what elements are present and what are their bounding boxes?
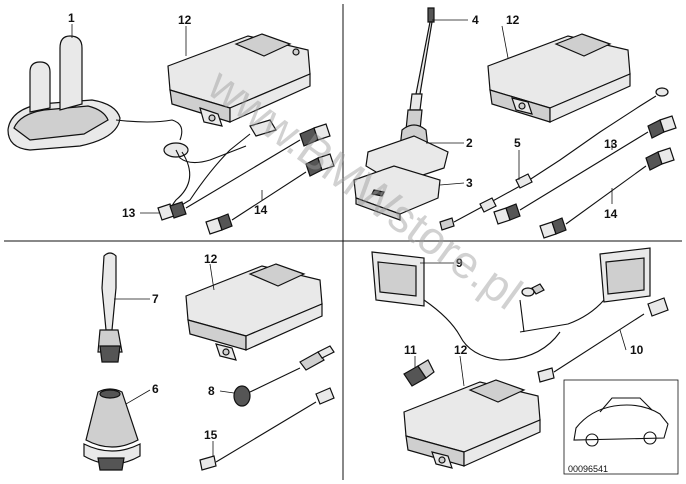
callout-12b: 12	[506, 13, 520, 27]
diagram-code: 00096541	[568, 464, 608, 474]
callout-6: 6	[152, 382, 159, 396]
callout-13a: 13	[122, 206, 136, 220]
part-3-antenna-gasket	[353, 165, 441, 221]
part-9-window-antenna-right	[519, 247, 651, 333]
part-12-tuner-module-b	[487, 33, 631, 123]
part-12-tuner-module-c	[185, 263, 323, 361]
callout-11: 11	[404, 343, 417, 357]
part-7-stub-antenna	[97, 252, 123, 363]
callout-7: 7	[152, 292, 159, 306]
callout-2: 2	[466, 136, 473, 150]
callout-14a: 14	[254, 203, 268, 217]
callout-8: 8	[208, 384, 215, 398]
part-9-connector-lead	[519, 283, 545, 333]
callout-4: 4	[472, 13, 479, 27]
part-14-cable-a	[205, 153, 335, 235]
part-9-window-antenna-left	[371, 251, 561, 361]
vehicle-thumbnail	[563, 379, 679, 475]
leader-8	[219, 390, 235, 394]
callout-3: 3	[466, 176, 473, 190]
part-11-plug	[403, 359, 435, 387]
part-10-cable	[537, 297, 669, 383]
part-13-cable-a	[157, 119, 331, 221]
part-4-rod-antenna	[405, 7, 435, 131]
leader-12c	[209, 263, 215, 291]
leader-12b	[501, 25, 509, 59]
callout-10: 10	[630, 343, 644, 357]
callout-5: 5	[514, 136, 521, 150]
callout-12d: 12	[454, 343, 468, 357]
callout-12a: 12	[178, 13, 192, 27]
part-12-tuner-module-d	[403, 379, 541, 469]
part-6-antenna-foot	[83, 388, 141, 471]
part-15-cable	[199, 387, 335, 471]
callout-15: 15	[204, 428, 218, 442]
part-12-tuner-module-a	[167, 33, 311, 127]
leader-12d	[459, 355, 465, 387]
callout-13b: 13	[604, 137, 618, 151]
leader-3	[439, 182, 465, 186]
leader-6	[125, 389, 151, 405]
part-5-antenna-cable	[439, 87, 669, 231]
callout-12c: 12	[204, 252, 218, 266]
part-1-roof-antenna	[7, 35, 247, 215]
part-14-cable-b	[539, 147, 675, 239]
part-13-cable-b	[493, 115, 677, 225]
callout-9: 9	[456, 256, 463, 270]
part-8-coax-adapter	[233, 345, 335, 407]
callout-14b: 14	[604, 207, 618, 221]
callout-1: 1	[68, 11, 75, 25]
leader-10	[619, 329, 627, 351]
